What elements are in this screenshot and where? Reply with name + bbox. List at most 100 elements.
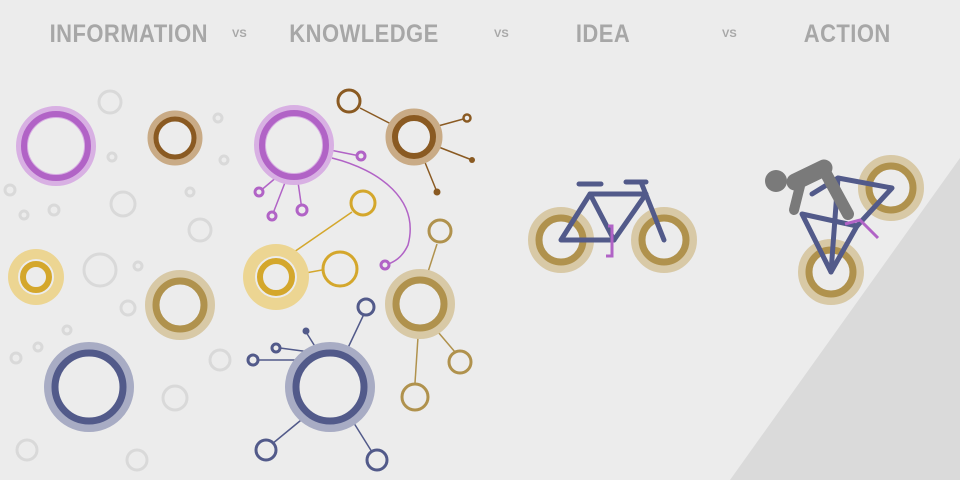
satellite <box>270 342 282 354</box>
rear-triangle <box>558 191 617 243</box>
satellite <box>246 353 260 367</box>
gold-node <box>257 258 295 296</box>
heading-information: INFORMATION <box>49 20 209 48</box>
grey-ring <box>18 209 30 221</box>
grey-ring <box>32 341 44 353</box>
grey-ring <box>218 154 230 166</box>
link <box>423 159 438 193</box>
vs-label-3: VS <box>722 28 737 40</box>
brown-node-halo <box>385 108 443 166</box>
fork <box>638 179 667 243</box>
grey-ring <box>109 190 137 218</box>
navy-node <box>292 349 368 425</box>
tan-ring <box>152 277 208 333</box>
satellite <box>356 297 376 317</box>
satellite <box>433 188 441 196</box>
satellite <box>254 438 278 462</box>
gold-ring <box>20 261 52 293</box>
grey-ring <box>132 260 144 272</box>
heading-action: ACTION <box>803 20 891 48</box>
front-wheel <box>865 162 917 214</box>
satellite <box>302 327 310 335</box>
grey-ring <box>125 448 149 472</box>
heading-idea: IDEA <box>575 20 631 48</box>
navy-ring <box>51 349 127 425</box>
purple-ring <box>21 111 91 181</box>
satellite <box>365 448 389 472</box>
tan-node <box>392 276 448 332</box>
link <box>435 145 473 161</box>
tan-satellite <box>447 349 473 375</box>
rider-head <box>765 170 787 192</box>
grey-ring <box>184 186 196 198</box>
link <box>426 243 438 276</box>
grey-ring <box>3 183 17 197</box>
hill-slope <box>730 158 960 480</box>
tan-links <box>414 243 456 384</box>
link <box>293 211 353 253</box>
front-wheel-halo <box>858 155 924 221</box>
purple-satellites <box>253 150 391 271</box>
navy-ring-halo <box>44 342 134 432</box>
brown-satellite-ring <box>336 88 362 114</box>
brown-node <box>392 115 436 159</box>
navy-node-halo <box>285 342 375 432</box>
link <box>345 313 365 353</box>
pedal <box>844 218 880 240</box>
rear-triangle <box>799 211 860 275</box>
purple-links <box>258 149 411 266</box>
tan-node-halo <box>385 269 455 339</box>
link <box>414 336 419 384</box>
vs-label-2: VS <box>494 28 509 40</box>
link <box>331 157 411 266</box>
tan-ring-halo <box>145 270 215 340</box>
rider-arm <box>789 181 805 215</box>
link <box>271 179 287 217</box>
link <box>329 149 361 157</box>
link <box>437 117 468 127</box>
brown-ring-halo <box>147 110 203 166</box>
information-cluster <box>3 89 232 472</box>
navy-links <box>258 313 373 453</box>
grey-ring <box>161 384 189 412</box>
faint-grey-rings <box>3 89 232 472</box>
bicycle-frame <box>558 179 667 243</box>
link <box>359 107 396 127</box>
navy-satellites <box>246 297 389 472</box>
grey-ring <box>82 252 118 288</box>
satellite <box>266 210 278 222</box>
idea-bicycle <box>528 179 697 273</box>
rider-leg <box>818 164 854 220</box>
action-rider <box>765 155 924 305</box>
vs-label-1: VS <box>232 28 247 40</box>
front-wheel <box>638 214 690 266</box>
satellite <box>379 259 391 271</box>
grey-ring <box>106 151 118 163</box>
link <box>351 419 373 453</box>
tan-satellite <box>427 218 453 244</box>
link <box>437 331 456 353</box>
grey-ring <box>212 112 224 124</box>
front-wheel-halo <box>631 207 697 273</box>
grey-ring <box>208 348 232 372</box>
satellite <box>355 150 367 162</box>
satellite <box>469 157 475 163</box>
gold-satellite <box>321 250 359 288</box>
grey-ring <box>15 438 39 462</box>
grey-ring <box>119 299 137 317</box>
grey-ring <box>9 351 23 365</box>
grey-ring <box>187 217 213 243</box>
grey-ring <box>47 203 61 217</box>
heading-knowledge: KNOWLEDGE <box>289 20 439 48</box>
gold-satellite <box>349 189 377 217</box>
main-triangle <box>809 175 895 229</box>
knowledge-network <box>243 88 475 472</box>
tan-satellite <box>400 382 430 412</box>
purple-node <box>259 110 329 180</box>
satellite <box>295 203 309 217</box>
satellite <box>462 113 472 123</box>
pedal <box>606 224 614 258</box>
rider-figure <box>765 159 854 220</box>
